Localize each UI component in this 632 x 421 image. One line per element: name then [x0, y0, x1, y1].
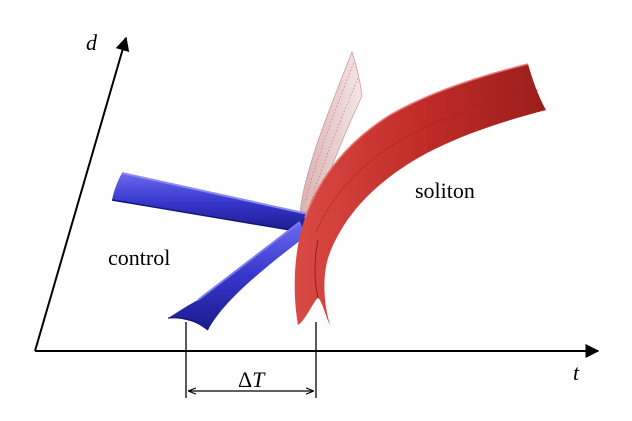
delta-symbol: Δ — [238, 367, 253, 392]
t-axis-label: t — [573, 360, 580, 385]
soliton-label: soliton — [415, 178, 475, 203]
control-label: control — [108, 245, 171, 270]
soliton-pulse — [294, 63, 546, 325]
delta-variable: T — [252, 367, 265, 392]
control-pulse-lower — [167, 221, 306, 331]
d-axis — [34, 36, 130, 352]
d-axis-label: d — [86, 30, 97, 55]
control-pulse-upper — [111, 172, 309, 233]
delta-t-label: ΔT — [238, 367, 264, 393]
ghost-soliton-surface — [299, 50, 363, 213]
